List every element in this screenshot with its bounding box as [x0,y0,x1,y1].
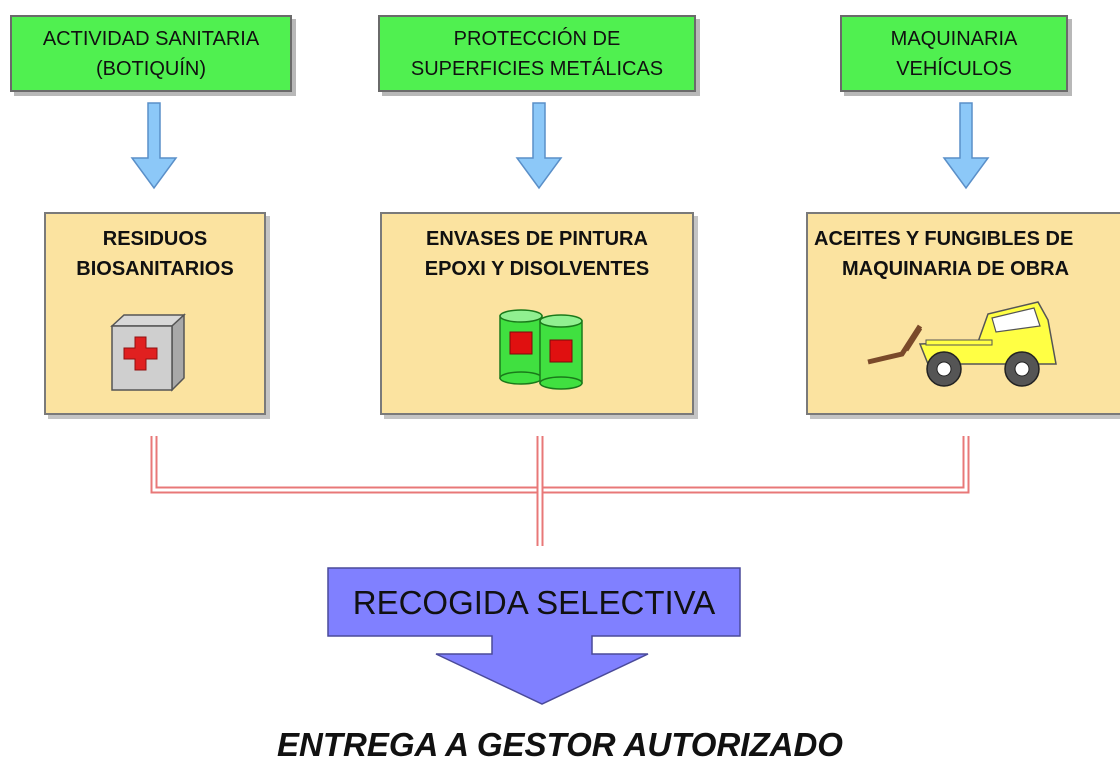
source-label-line: ACTIVIDAD SANITARIA [42,27,260,50]
source-box-sanitary: ACTIVIDAD SANITARIA (BOTIQUÍN) [10,15,292,92]
waste-label-line: BIOSANITARIOS [76,258,234,280]
down-arrow-icon [942,102,990,190]
source-label-line: PROTECCIÓN DE [453,27,621,50]
waste-box-machinery-oils: ACEITES Y FUNGIBLES DE MAQUINARIA DE OBRA [806,212,1120,415]
source-label-line: (BOTIQUÍN) [95,57,206,80]
connector-line-inner [152,436,968,492]
collection-label: RECOGIDA SELECTIVA [352,584,716,621]
waste-label-line: RESIDUOS [102,228,208,250]
waste-label-line: EPOXI Y DISOLVENTES [424,258,650,280]
waste-label-line: ACEITES Y FUNGIBLES DE [814,228,1074,250]
source-label-line: MAQUINARIA [890,27,1018,50]
source-label-line: SUPERFICIES METÁLICAS [410,57,664,80]
first-aid-kit-icon [110,313,186,392]
waste-box-biosanitary: RESIDUOS BIOSANITARIOS [44,212,266,415]
waste-label-line: MAQUINARIA DE OBRA [842,258,1070,280]
final-destination-label: ENTREGA A GESTOR AUTORIZADO [277,726,843,763]
source-label-line: VEHÍCULOS [896,57,1012,80]
waste-box-paint-containers: ENVASES DE PINTURA EPOXI Y DISOLVENTES [380,212,694,415]
down-arrow-icon [130,102,178,190]
down-arrow-icon [515,102,563,190]
paint-cans-icon [499,309,583,390]
source-box-metal-protection: PROTECCIÓN DE SUPERFICIES METÁLICAS [378,15,696,92]
waste-label-line: ENVASES DE PINTURA [426,228,648,250]
forklift-icon [867,301,1057,387]
source-box-machinery: MAQUINARIA VEHÍCULOS [840,15,1068,92]
